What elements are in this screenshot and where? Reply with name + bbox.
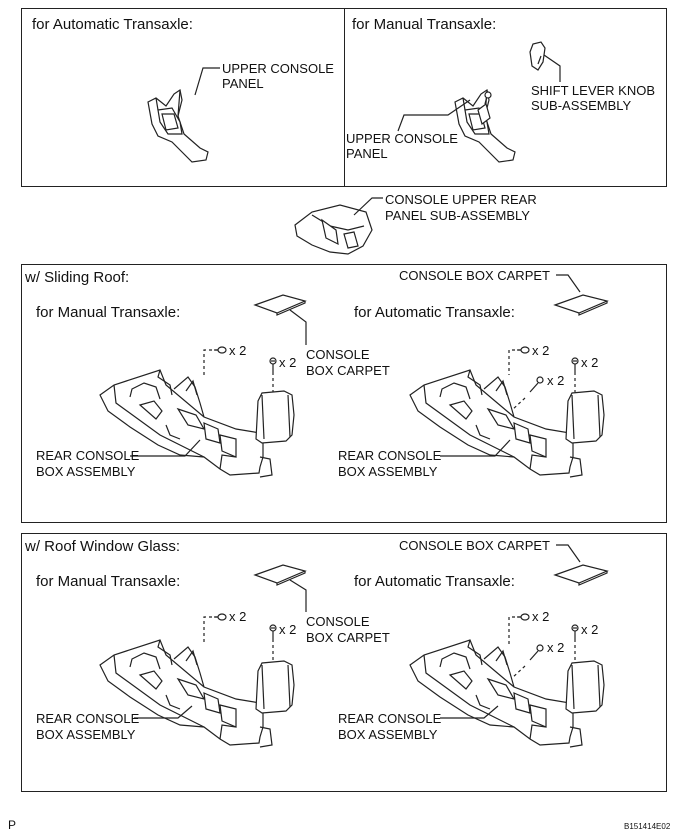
manual-transaxle-heading: for Manual Transaxle:: [352, 16, 497, 33]
shift-knob-label-1: SHIFT LEVER KNOB: [531, 83, 656, 98]
rw-auto-carpet-label: CONSOLE BOX CARPET: [399, 538, 550, 553]
screw-rw-auto: [571, 624, 579, 643]
rear-panel-label-1: CONSOLE UPPER REAR: [385, 192, 537, 207]
bolt-sr-auto: [536, 376, 544, 384]
rear-console-box-rw-auto: [409, 639, 605, 748]
rw-manual-clip-count: x 2: [229, 609, 247, 624]
sliding-roof-frame: [21, 264, 667, 523]
roof-window-heading: w/ Roof Window Glass:: [25, 538, 181, 555]
sliding-roof-heading: w/ Sliding Roof:: [25, 269, 130, 286]
shift-lever-knob: [529, 41, 546, 71]
footer-mark: P: [8, 818, 17, 832]
manual-transaxle-frame: [344, 8, 667, 187]
sr-manual-carpet-label-1: CONSOLE: [306, 347, 370, 362]
console-box-carpet-sr-manual: [254, 294, 306, 316]
screw-sr-auto: [571, 357, 579, 376]
rw-auto-heading: for Automatic Transaxle:: [354, 573, 515, 590]
sr-manual-clip-count: x 2: [229, 343, 247, 358]
upper-console-panel-manual: [454, 89, 516, 163]
rw-auto-rear-box-label-2: BOX ASSEMBLY: [338, 727, 438, 742]
rw-manual-rear-box-label-2: BOX ASSEMBLY: [36, 727, 136, 742]
rw-auto-rear-box-label-1: REAR CONSOLE: [338, 711, 442, 726]
screw-rw-manual: [269, 624, 277, 643]
sr-auto-rear-box-label-2: BOX ASSEMBLY: [338, 464, 438, 479]
upper-console-panel-manual-label-2: PANEL: [346, 146, 388, 161]
rw-manual-carpet-label-1: CONSOLE: [306, 614, 370, 629]
upper-console-panel-auto-label-2: PANEL: [222, 76, 264, 91]
upper-console-panel-auto-label-1: UPPER CONSOLE: [222, 61, 334, 76]
sr-auto-rear-box-label-1: REAR CONSOLE: [338, 448, 442, 463]
sr-manual-rear-box-label-1: REAR CONSOLE: [36, 448, 140, 463]
bolt-rw-auto: [536, 644, 544, 652]
sr-manual-carpet-label-2: BOX CARPET: [306, 363, 390, 378]
auto-transaxle-heading: for Automatic Transaxle:: [32, 16, 193, 33]
roof-window-glass-frame: [21, 533, 667, 792]
upper-console-panel-auto: [147, 89, 209, 163]
rear-panel-label-2: PANEL SUB-ASSEMBLY: [385, 208, 530, 223]
sr-manual-screw-count: x 2: [279, 355, 297, 370]
rw-manual-rear-box-label-1: REAR CONSOLE: [36, 711, 140, 726]
figure-id: B151414E02: [624, 822, 671, 831]
rw-manual-screw-count: x 2: [279, 622, 297, 637]
rw-auto-bolt-count: x 2: [547, 640, 565, 655]
upper-console-panel-manual-label-1: UPPER CONSOLE: [346, 131, 458, 146]
rw-auto-screw-count: x 2: [581, 622, 599, 637]
sr-auto-heading: for Automatic Transaxle:: [354, 304, 515, 321]
sr-manual-heading: for Manual Transaxle:: [36, 304, 181, 321]
screw-sr-manual: [269, 357, 277, 376]
sr-auto-screw-count: x 2: [581, 355, 599, 370]
console-box-carpet-rw-manual: [254, 564, 306, 586]
console-box-carpet-rw-auto: [553, 564, 609, 584]
sr-auto-carpet-label: CONSOLE BOX CARPET: [399, 268, 550, 283]
sr-auto-clip-count: x 2: [532, 343, 550, 358]
sr-auto-bolt-count: x 2: [547, 373, 565, 388]
rw-auto-clip-count: x 2: [532, 609, 550, 624]
rw-manual-carpet-label-2: BOX CARPET: [306, 630, 390, 645]
sr-manual-rear-box-label-2: BOX ASSEMBLY: [36, 464, 136, 479]
rw-manual-heading: for Manual Transaxle:: [36, 573, 181, 590]
console-box-carpet-sr-auto: [553, 294, 609, 314]
shift-knob-label-2: SUB-ASSEMBLY: [531, 98, 632, 113]
